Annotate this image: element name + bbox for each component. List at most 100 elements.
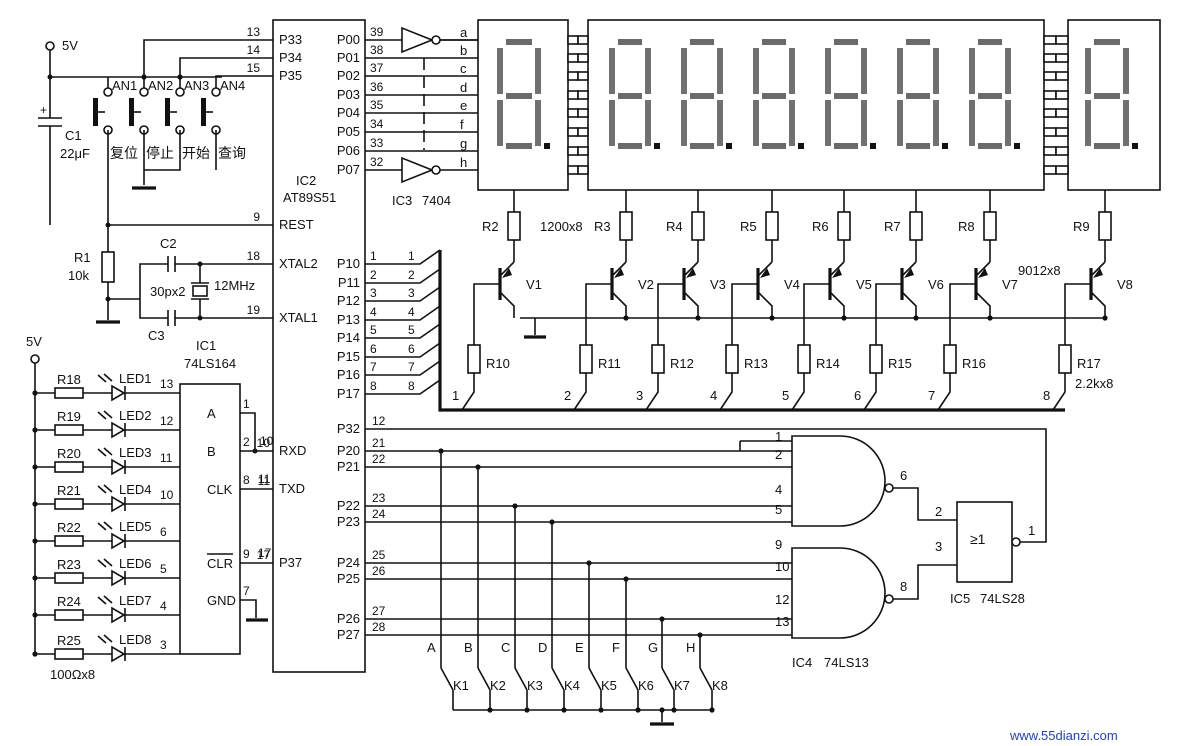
key-line-e: E	[575, 640, 584, 655]
digit-resistor-label: R7	[884, 219, 901, 234]
led-resistor-label: R23	[57, 557, 81, 572]
button-function-3: 开始	[182, 145, 210, 161]
c3-label: C3	[148, 328, 165, 343]
ic1-pin-number: 8	[243, 473, 250, 487]
ic1-pin-clr: CLR	[207, 556, 233, 571]
vcc-label-top: 5V	[62, 38, 78, 53]
led-resistor-label: R19	[57, 409, 81, 424]
ic2-pin-number: 36	[370, 80, 384, 94]
ic4-gate-1	[791, 435, 886, 527]
ic5-symbol: ≥1	[970, 531, 986, 547]
ic2-pin-number: 23	[372, 491, 386, 505]
button-function-2: 停止	[146, 145, 174, 161]
bus-number: 1	[452, 388, 459, 403]
bus-number: 8	[1043, 388, 1050, 403]
ic2-pin-number: 11	[258, 474, 271, 488]
ic4-label: IC4	[792, 655, 812, 670]
ic2-pin-number: 5	[370, 323, 377, 337]
ic4-pin-6: 6	[900, 468, 907, 483]
ic1-q-pin-number: 12	[160, 414, 174, 428]
ic2-pin-number: 24	[372, 507, 386, 521]
led-diode	[111, 384, 126, 402]
ic2-pin-p17: P17	[337, 386, 360, 401]
base-resistor	[1058, 344, 1072, 374]
led-label-6: LED6	[119, 556, 152, 571]
ic2-pin-p32: P32	[337, 421, 360, 436]
led-resistor-label: R20	[57, 446, 81, 461]
led-diode	[111, 495, 126, 513]
bus-number: 2	[564, 388, 571, 403]
ic2-pin-p35: P35	[279, 68, 302, 83]
ic1-pin-clk: CLK	[207, 482, 233, 497]
led-resistor-label: R22	[57, 520, 81, 535]
ic2-pin-p02: P02	[337, 68, 360, 83]
button-name-an3: AN3	[184, 78, 209, 93]
ic2-pin-number: 13	[247, 25, 261, 39]
ic5-gate	[956, 501, 1013, 583]
ic5-pin-1: 1	[1028, 523, 1035, 538]
led-resistor	[54, 498, 84, 510]
led-label-5: LED5	[119, 519, 152, 534]
digit-resistor	[619, 211, 633, 241]
ic2-pin-number: 10	[257, 436, 271, 450]
ic4-gate-2	[791, 547, 886, 639]
ic2-pin-number: 22	[372, 452, 386, 466]
ic1-q-pin-number: 13	[160, 377, 174, 391]
digit-resistor-label: R4	[666, 219, 683, 234]
ic4-pin-8: 8	[900, 579, 907, 594]
display-digits-2-7	[587, 19, 1045, 191]
p1-line-number: 8	[408, 379, 415, 393]
ic2-pin-p04: P04	[337, 105, 360, 120]
ic1-p37-pin-number: 17	[258, 546, 272, 560]
ic2-pin-number: 6	[370, 342, 377, 356]
c1-value: 22μF	[60, 146, 90, 161]
digit-resistor	[691, 211, 705, 241]
p1-line-number: 1	[408, 249, 415, 263]
ic2-pin-p20: P20	[337, 443, 360, 458]
ic2-pin-number: 3	[370, 286, 377, 300]
ic2-pin-number: 32	[370, 155, 384, 169]
c1-label: C1	[65, 128, 82, 143]
ic4-input-pin: 4	[775, 482, 782, 497]
button-name-an1: AN1	[112, 78, 137, 93]
segment-label-c: c	[460, 61, 467, 76]
ic2-pin-p01: P01	[337, 50, 360, 65]
digit-resistor-label: R8	[958, 219, 975, 234]
base-resistor-label: R15	[888, 356, 912, 371]
ic2-pin-p22: P22	[337, 498, 360, 513]
ic2-pin-number: 25	[372, 548, 386, 562]
key-line-h: H	[686, 640, 695, 655]
ic2-pin-xtal1: XTAL1	[279, 310, 318, 325]
ic1-q-pin-number: 11	[160, 451, 173, 465]
ic1-pin-b: B	[207, 444, 216, 459]
p1-line-number: 5	[408, 323, 415, 337]
r1-resistor	[101, 251, 115, 283]
vcc-label-left: 5V	[26, 334, 42, 349]
digit-resistor	[983, 211, 997, 241]
ic1-pin-number: 1	[243, 397, 250, 411]
base-resistor	[467, 344, 481, 374]
ic1-q-pin-number: 3	[160, 638, 167, 652]
ic2-pin-number: 7	[370, 360, 377, 374]
led-diode	[111, 421, 126, 439]
led-resistor-label: R25	[57, 633, 81, 648]
digit-resistor-label: R6	[812, 219, 829, 234]
inverter-top	[401, 26, 435, 54]
segment-label-a: a	[460, 25, 468, 40]
key-k1: K1	[453, 678, 469, 693]
vcc-terminal-left	[30, 354, 40, 364]
transistor-arrow	[904, 268, 914, 278]
display-digit-8	[1067, 19, 1161, 191]
bus-number: 7	[928, 388, 935, 403]
key-k3: K3	[527, 678, 543, 693]
ic2-pin-number: 33	[370, 136, 384, 150]
key-line-g: G	[648, 640, 658, 655]
p1-line-number: 3	[408, 286, 415, 300]
push-button-1	[93, 98, 98, 126]
transistor-label: V1	[526, 277, 542, 292]
transistor-label: V6	[928, 277, 944, 292]
